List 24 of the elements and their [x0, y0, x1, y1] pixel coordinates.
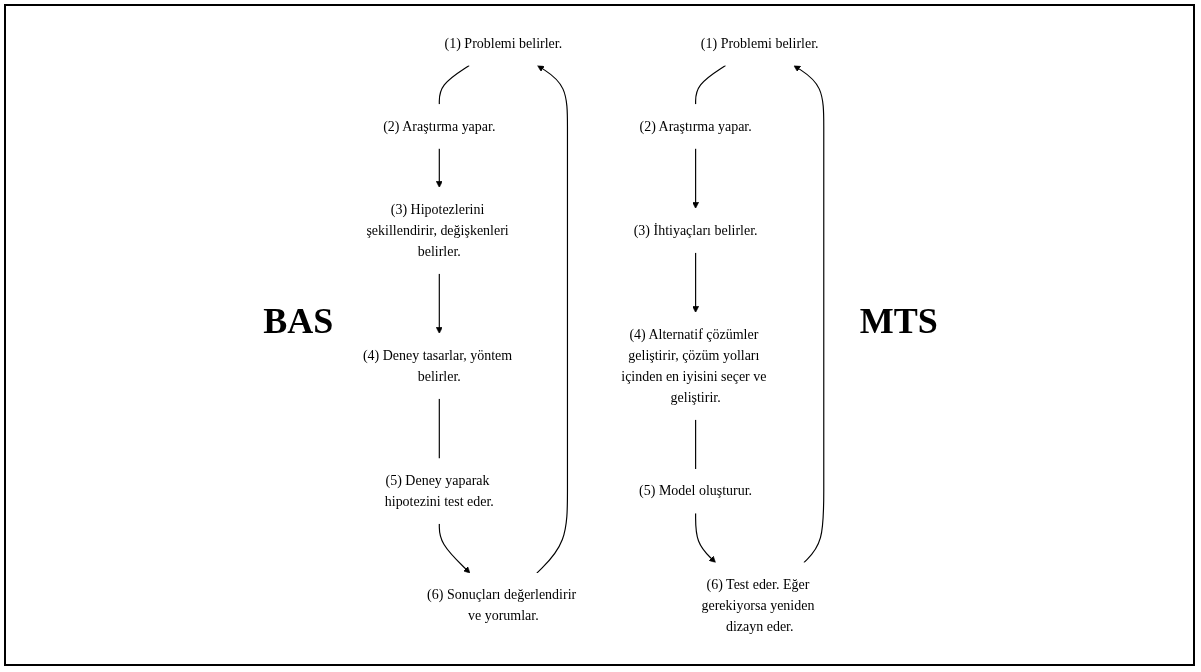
arrow: [435, 148, 443, 188]
connector: [438, 398, 440, 460]
connector: [695, 419, 697, 470]
node-text: (6) Sonuçları değerlendirir ve yorumlar.: [427, 587, 577, 624]
node-text: (4) Alternatif çözümler geliştirir, çözüm yolları içinden en iyisini seçer ve geliştirir.: [621, 326, 767, 405]
arrow: [692, 148, 700, 209]
arrow: [435, 273, 443, 334]
arrow: [438, 523, 471, 574]
arrow: [536, 65, 569, 574]
arrow: [692, 252, 700, 313]
node-text: (6) Test eder. Eğer gerekiyorsa yeniden dizayn eder.: [701, 576, 815, 635]
arrow: [793, 65, 825, 564]
node-text: (5) Model oluşturur.: [639, 482, 753, 499]
node-text: (3) İhtiyaçları belirler.: [633, 222, 758, 238]
node-text: (1) Problemi belirler.: [700, 35, 819, 51]
node-text: (2) Araştırma yapar.: [383, 118, 496, 134]
node-text: (4) Deney tasarlar, yöntem belirler.: [362, 347, 513, 384]
node-text: (2) Araştırma yapar.: [639, 118, 752, 134]
node-text: (1) Problemi belirler.: [444, 35, 563, 51]
connector: [695, 64, 727, 105]
connector: [438, 64, 470, 105]
arrow: [695, 512, 716, 563]
node-text: (5) Deney yaparak hipotezini test eder.: [384, 472, 494, 509]
node-text: (3) Hipotezlerini şekillendirir, değişkenleri belirler.: [366, 201, 509, 259]
